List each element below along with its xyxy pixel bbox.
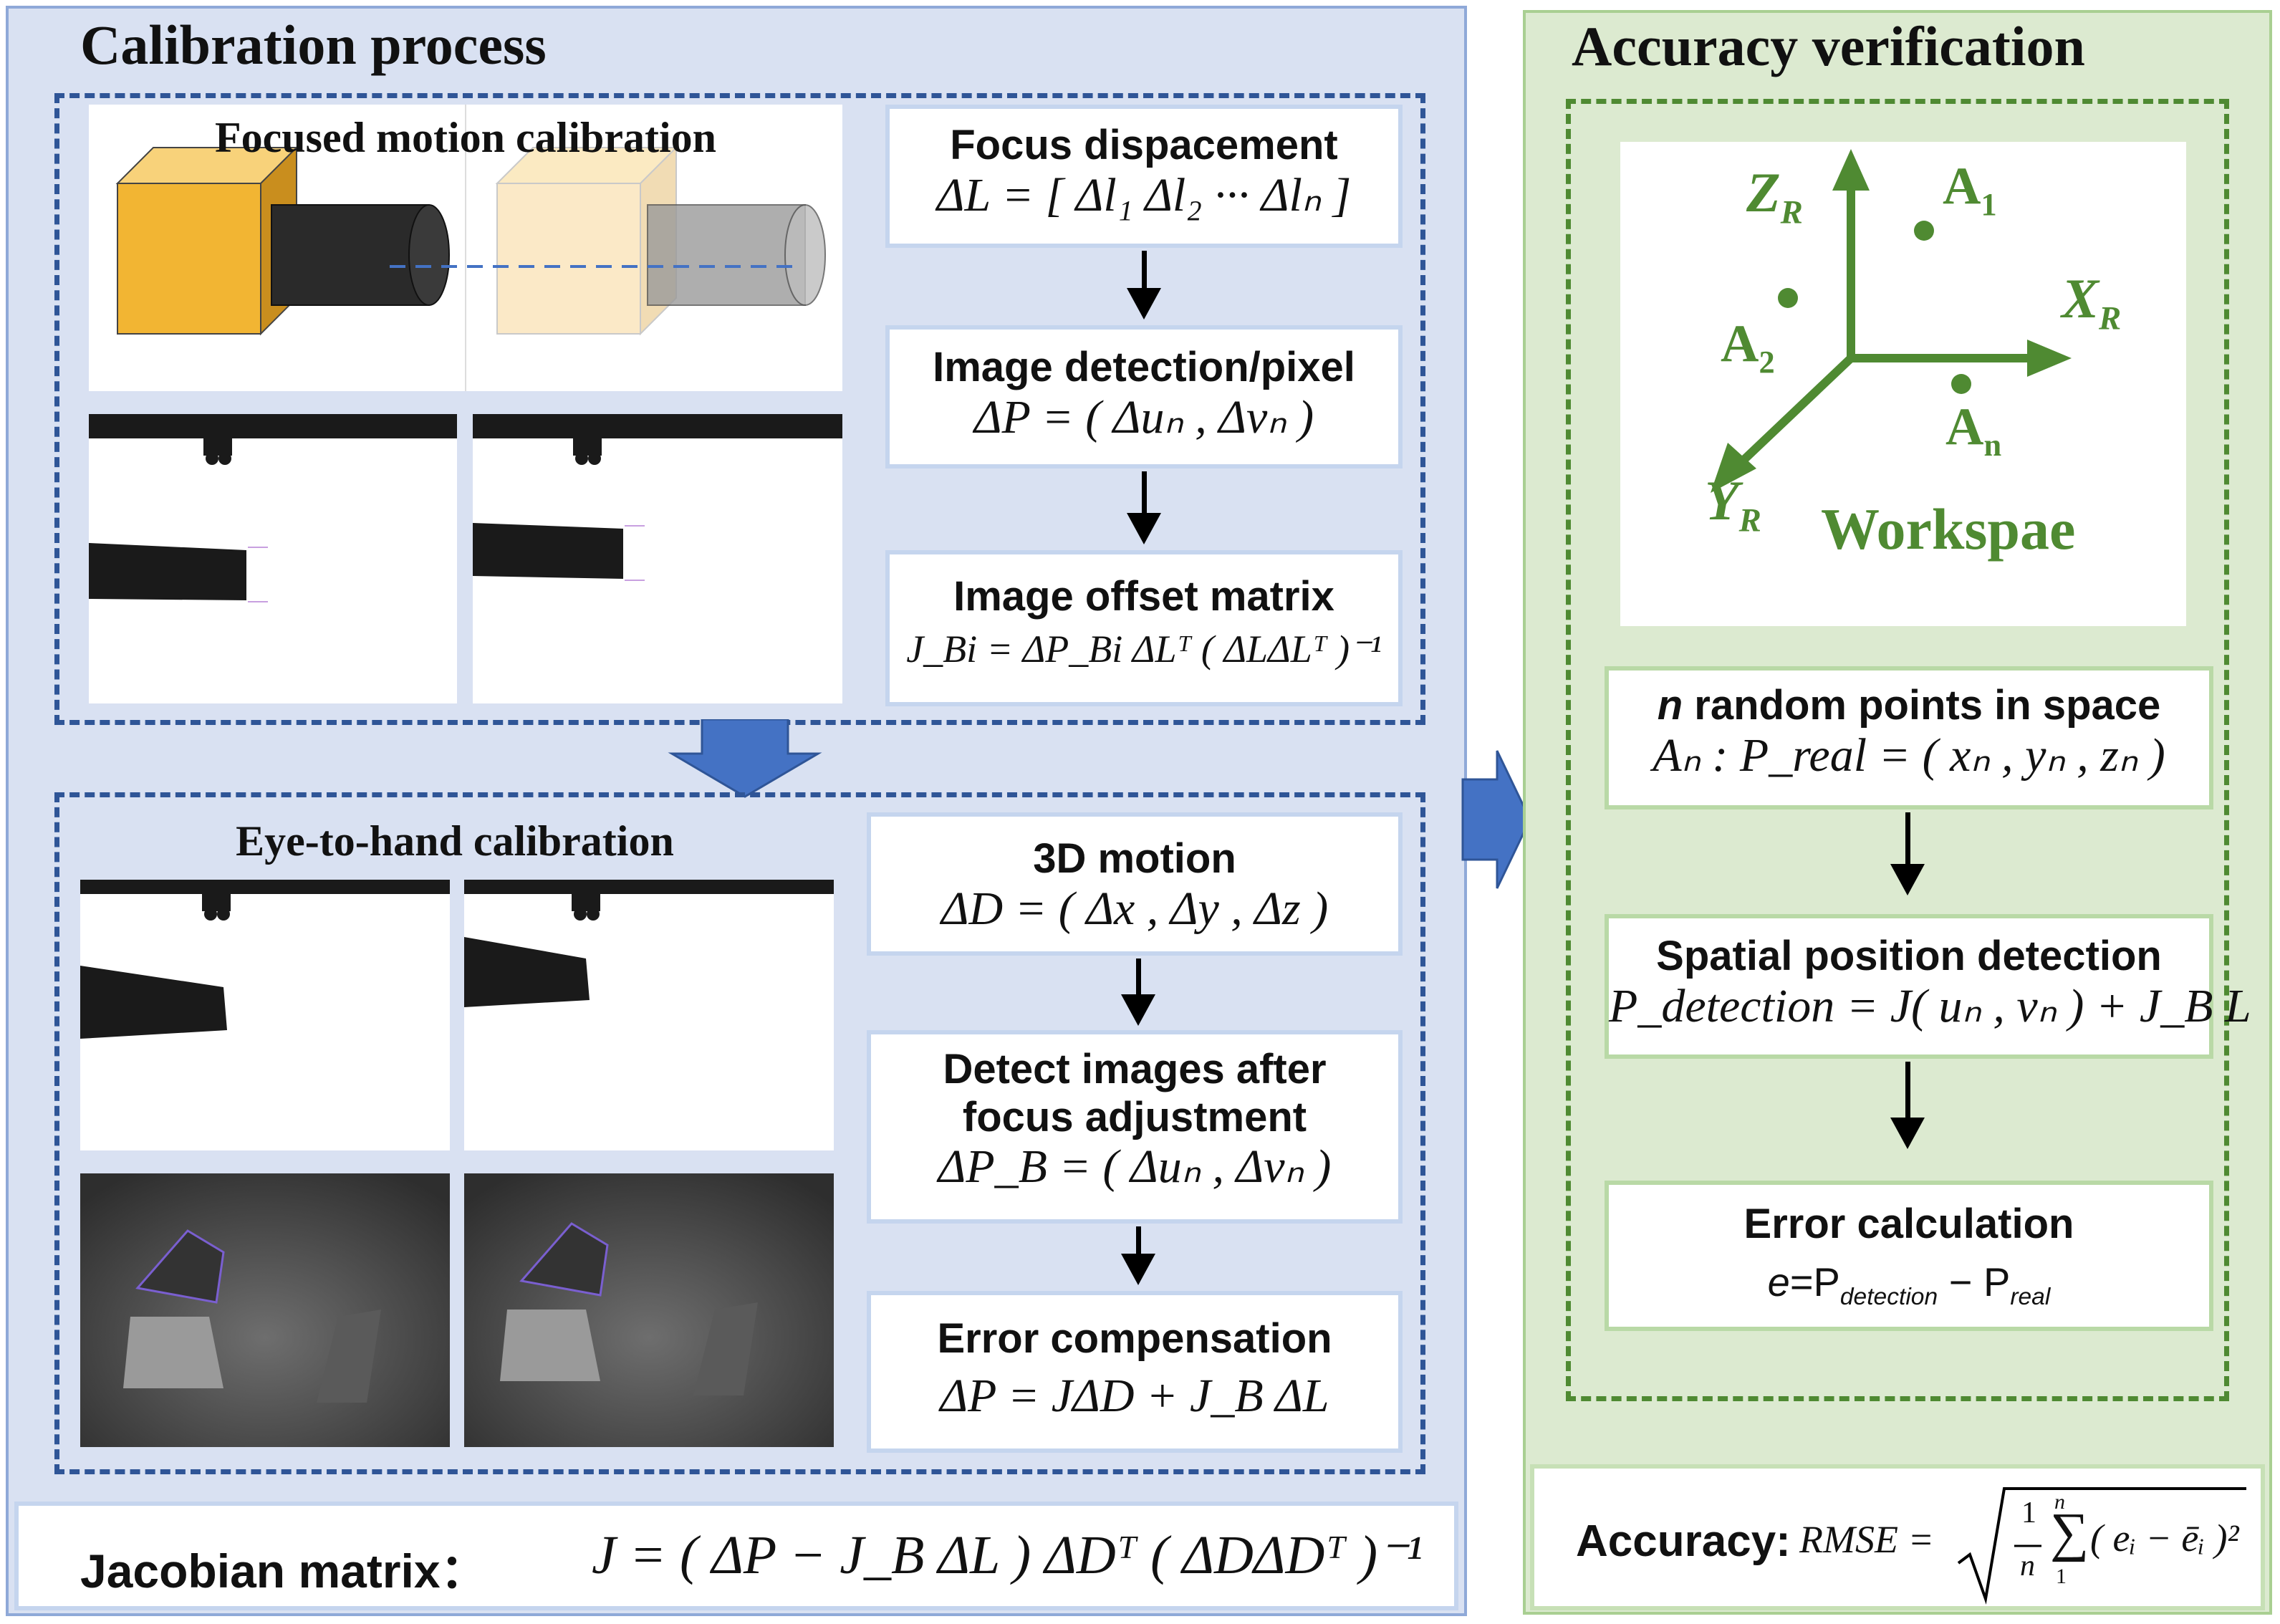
axis-z-label: ZR [1746, 161, 1803, 231]
image-detection-formula: ΔP = ( Δuₙ , Δvₙ ) [973, 390, 1314, 443]
rmse-frac-den: n [2020, 1549, 2035, 1582]
rmse-frac-num: 1 [2021, 1496, 2036, 1529]
spatial-detection-title: Spatial position detection [1656, 933, 2162, 979]
motion-3d-formula: ΔD = ( Δx , Δy , Δz ) [941, 882, 1329, 935]
error-calculation-title: Error calculation [1743, 1201, 2074, 1247]
calibration-title: Calibration process [80, 14, 547, 76]
workspace-label: Workspae [1821, 496, 2076, 562]
workspace-diagram: ZR XR YR A1 A2 An Workspae [1620, 142, 2186, 626]
image-offset-box: Image offset matrix J_Bi = ΔP_Bi ΔLᵀ ( Δ… [885, 550, 1403, 706]
camera-icon [115, 105, 826, 391]
big-arrow-down-icon [668, 719, 822, 798]
point-a2-label: A2 [1721, 314, 1775, 380]
verification-section [1566, 99, 2229, 1401]
eye-to-hand-section [54, 792, 1425, 1474]
error-compensation-formula: ΔP = JΔD + J_B ΔL [940, 1369, 1329, 1422]
error-compensation-title: Error compensation [937, 1315, 1332, 1362]
eye-hand-image-3 [80, 1173, 450, 1447]
jacobian-formula: J = ( ΔP − J_B ΔL ) ΔDᵀ ( ΔDΔDᵀ )⁻¹ [592, 1525, 1423, 1585]
big-arrow-right-icon [1461, 750, 1531, 889]
focus-displacement-title: Focus dispacement [950, 122, 1338, 168]
rmse-lhs: RMSE = [1799, 1518, 1934, 1561]
random-points-formula: Aₙ : P_real = ( xₙ , yₙ , zₙ ) [1653, 729, 2165, 782]
eye-hand-image-4 [464, 1173, 834, 1447]
focus-image-1 [89, 414, 457, 703]
axes-icon [1711, 149, 2072, 493]
image-detection-title: Image detection/pixel [933, 344, 1355, 390]
arrow-down-icon [1890, 864, 1925, 895]
arrow-down-icon [1127, 288, 1161, 319]
spatial-detection-formula: P_detection = J( uₙ , vₙ ) + J_B L [1609, 979, 2251, 1032]
jacobian-label: Jacobian matrix： [80, 1544, 488, 1597]
sum-icon: ∑ [2050, 1502, 2089, 1562]
error-calculation-box: Error calculation e=Pdetection − Preal [1605, 1181, 2213, 1331]
focus-displacement-box: Focus dispacement ΔL = [ Δl₁ Δl₂ ··· Δlₙ… [885, 105, 1403, 248]
arrow-down-icon [1890, 1118, 1925, 1149]
motion-3d-title: 3D motion [1033, 835, 1236, 882]
detect-images-formula: ΔP_B = ( Δuₙ , Δvₙ ) [938, 1140, 1332, 1193]
accuracy-label: Accuracy: [1576, 1517, 1791, 1566]
detect-images-box: Detect images after focus adjustment ΔP_… [867, 1030, 1403, 1224]
camera-motion-illustration [89, 105, 842, 391]
image-offset-title: Image offset matrix [953, 573, 1334, 620]
point-a1-label: A1 [1943, 157, 1997, 222]
rmse-body: ( eᵢ − ēᵢ )² [2090, 1517, 2239, 1560]
arrow-down-icon [1127, 513, 1161, 544]
arrow-down-icon [1121, 994, 1155, 1026]
focus-image-2 [473, 414, 842, 703]
accuracy-bar: Accuracy: RMSE = 1 n n ∑ 1 ( eᵢ − ēᵢ )² [1530, 1464, 2265, 1610]
jacobian-bar: Jacobian matrix： J = ( ΔP − J_B ΔL ) ΔDᵀ… [14, 1502, 1458, 1610]
image-offset-formula: J_Bi = ΔP_Bi ΔLᵀ ( ΔLΔLᵀ )⁻¹ [906, 627, 1382, 671]
error-compensation-box: Error compensation ΔP = JΔD + J_B ΔL [867, 1291, 1403, 1453]
detect-images-title: Detect images after focus adjustment [943, 1046, 1327, 1140]
axis-x-label: XR [2062, 267, 2122, 337]
eye-to-hand-title: Eye-to-hand calibration [236, 817, 674, 865]
spatial-detection-box: Spatial position detection P_detection =… [1605, 914, 2251, 1059]
axis-y-label: YR [1705, 469, 1761, 539]
sqrt-icon [1957, 1487, 2246, 1605]
image-detection-box: Image detection/pixel ΔP = ( Δuₙ , Δvₙ ) [885, 325, 1403, 469]
verification-title: Accuracy verification [1572, 15, 2085, 77]
focus-displacement-formula: ΔL = [ Δl₁ Δl₂ ··· Δlₙ ] [936, 168, 1352, 221]
eye-hand-image-1 [80, 880, 450, 1150]
error-calculation-formula: e=Pdetection − Preal [1767, 1259, 2051, 1310]
motion-3d-box: 3D motion ΔD = ( Δx , Δy , Δz ) [867, 812, 1403, 956]
rmse-sum-top: n [2054, 1490, 2065, 1514]
focused-motion-title: Focused motion calibration [215, 114, 716, 161]
point-an-label: An [1945, 398, 2002, 463]
eye-hand-image-2 [464, 880, 834, 1150]
random-points-title: n random points in space [1657, 682, 2161, 729]
arrow-down-icon [1121, 1254, 1155, 1285]
rmse-sum-bot: 1 [2056, 1565, 2067, 1588]
random-points-box: n random points in space Aₙ : P_real = (… [1605, 666, 2213, 809]
